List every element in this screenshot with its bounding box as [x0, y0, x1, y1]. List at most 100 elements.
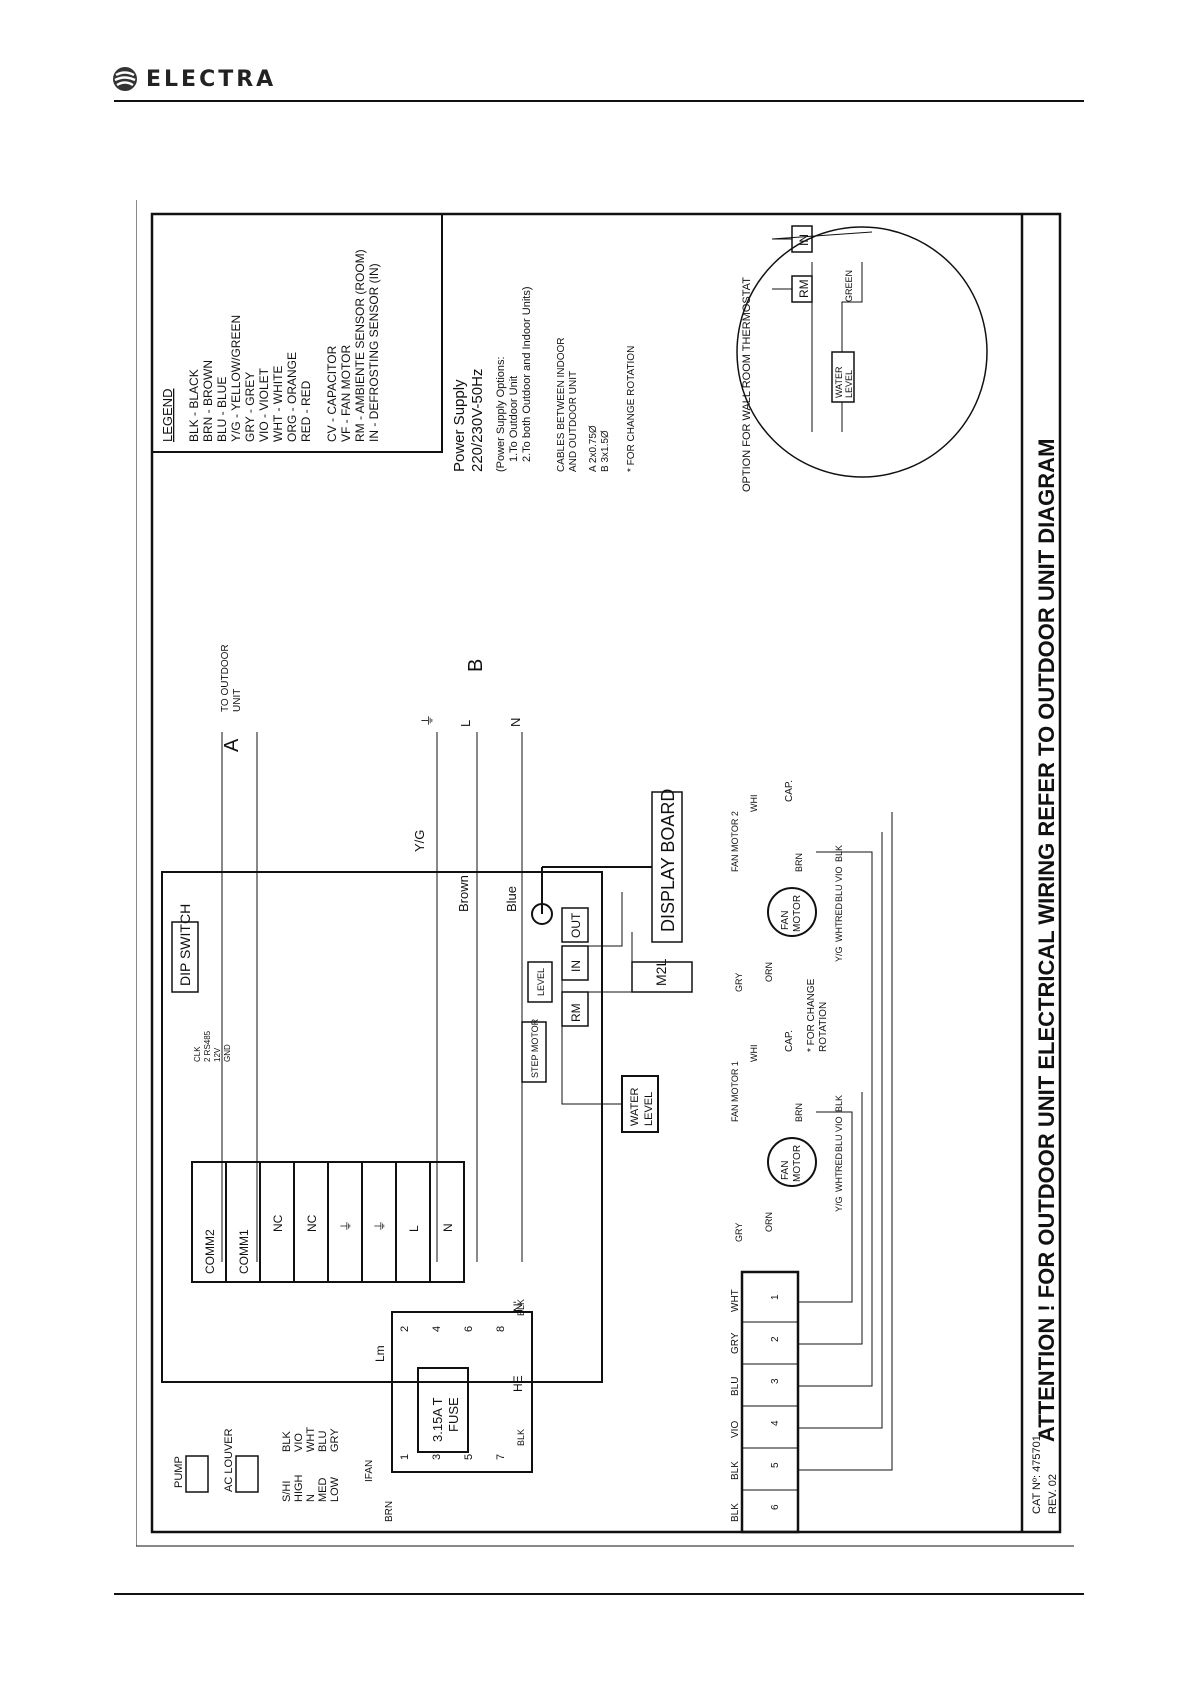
out-box	[561, 907, 589, 943]
terminal-l	[395, 1161, 431, 1283]
dip-switch-box	[171, 921, 199, 993]
dip-switch-label: DIP SWITCH	[177, 904, 193, 986]
cable-spec: A 2x0.75Ø	[588, 425, 599, 472]
speed-label: S/HI	[281, 1481, 293, 1502]
legend-color: ORG - ORANGE	[285, 352, 299, 442]
cat-number: CAT Nº: 475701	[1031, 1435, 1043, 1514]
fan-whi: WHI	[749, 795, 759, 813]
fan-wire: BLU	[834, 884, 844, 902]
board-terminal-strip: COMM2 COMM1 NC NC ⏚ ⏚ L N	[191, 1161, 465, 1283]
fan-wire: Y/G	[834, 946, 844, 962]
cable-spec: B 3x1.5Ø	[600, 430, 611, 472]
tb-color: VIO	[730, 1421, 741, 1438]
fan-orn: ORN	[764, 962, 774, 982]
thermostat-option-circle	[736, 226, 988, 478]
out-label: OUT	[569, 912, 583, 938]
fan-brn: BRN	[794, 1103, 804, 1122]
in-box	[561, 945, 589, 981]
water-label: WATER	[629, 1087, 641, 1126]
speed-label: MED	[317, 1478, 329, 1503]
cable-a-label: A	[221, 738, 243, 752]
fuse-box	[417, 1367, 469, 1453]
fan-label: MOTOR	[792, 895, 803, 932]
legend-color: BLU - BLUE	[215, 377, 229, 442]
cables-title: AND OUTDOOR UNIT	[568, 371, 579, 472]
terminal-block-numbers: 1 2 3 4 5 6	[770, 1294, 781, 1510]
fan-title: FAN MOTOR 2	[730, 811, 740, 872]
legend-component: IN - DEFROSTING SENSOR (IN)	[367, 263, 381, 442]
fan-wire: RED	[834, 902, 844, 922]
speed-label: LOW	[329, 1476, 341, 1502]
tb-number: 2	[770, 1336, 781, 1342]
fan-wire: WHT	[834, 1171, 844, 1192]
fan-wire: BLK	[834, 1095, 844, 1112]
terminal-label: ⏚	[373, 1220, 387, 1232]
speed-label: HIGH	[293, 1474, 305, 1502]
fan-brn: BRN	[794, 853, 804, 872]
tb-number: 3	[770, 1378, 781, 1384]
tb-color: WHT	[730, 1289, 741, 1312]
revision: REV. 02	[1047, 1474, 1059, 1514]
cables-title: CABLES BETWEEN INDOOR	[556, 338, 567, 472]
level-label: LEVEL	[536, 968, 546, 996]
tb-number: 6	[770, 1504, 781, 1510]
legend-box	[151, 213, 443, 453]
gnd-label: GND	[223, 1044, 232, 1062]
display-board-cable	[541, 866, 652, 914]
supply-wires	[221, 732, 523, 1262]
fan-wire: WHT	[834, 921, 844, 942]
terminal-label: L	[407, 1225, 421, 1232]
level-box	[527, 961, 553, 1003]
to-outdoor-label: TO OUTDOOR	[220, 644, 231, 712]
power-spec: 220/230V-50Hz	[469, 369, 486, 472]
option-water-level-box	[831, 351, 855, 403]
ac-louver-box	[235, 1455, 259, 1493]
fuse-rating: 3.15A T	[430, 1397, 445, 1442]
pump-label: PUMP	[173, 1456, 185, 1488]
terminal-n	[429, 1161, 465, 1283]
to-outdoor-label: UNIT	[232, 689, 243, 712]
tb-dividers	[742, 1321, 798, 1491]
legend-color: VIO - VIOLET	[257, 367, 271, 442]
legend-color: RED - RED	[299, 380, 313, 442]
option-water-label: WATER	[834, 366, 844, 398]
speed-label: N	[305, 1494, 317, 1502]
lm-label: Lm	[373, 1345, 387, 1362]
fan-gry: GRY	[734, 1223, 744, 1242]
relay-pin: 7	[495, 1454, 507, 1460]
fan-orn: ORN	[764, 1212, 774, 1232]
terminal-block	[740, 1270, 800, 1534]
speed-color: BLU	[317, 1431, 329, 1452]
relay-pin: 3	[431, 1454, 443, 1460]
option-rm-label: RM	[797, 279, 811, 298]
relay-blk: BLK	[516, 1299, 526, 1316]
rm-label: RM	[569, 1003, 583, 1022]
step-motor-label: STEP MOTOR	[530, 1018, 540, 1078]
display-board-label: DISPLAY BOARD	[658, 789, 678, 932]
diagram-frame	[150, 212, 1062, 1534]
step-motor-box	[521, 1021, 547, 1083]
wire-yg-label: Y/G	[412, 830, 427, 852]
clk-label: CLK	[193, 1046, 202, 1062]
relay-pin: 6	[463, 1326, 475, 1332]
relay-box	[391, 1311, 533, 1473]
fan-label: MOTOR	[792, 1145, 803, 1182]
cable-b-label: B	[465, 659, 487, 672]
gnd-12v-label: 12V	[213, 1047, 222, 1062]
fan-motor-2: FAN MOTOR FAN MOTOR 2 CAP. WHI BRN GRY O…	[730, 780, 844, 992]
earth-symbol: ⏚	[420, 714, 435, 727]
tb-color: BLK	[730, 1461, 741, 1480]
sensor-wiring	[561, 892, 633, 1105]
speed-color: GRY	[329, 1428, 341, 1452]
footer-rule	[114, 1593, 1084, 1595]
m2l-label: M2L	[653, 959, 669, 986]
relay-pin: 5	[463, 1454, 475, 1460]
tb-color: GRY	[730, 1332, 741, 1354]
terminal-label: NC	[305, 1214, 319, 1232]
power-option: (Power Supply Options:	[495, 356, 507, 472]
legend-color: BRN - BROWN	[201, 360, 215, 442]
he-label: HE	[511, 1375, 525, 1392]
control-board	[161, 871, 603, 1383]
brand-logo: ELECTRA	[112, 66, 276, 92]
fan-wire: VIO	[834, 866, 844, 882]
